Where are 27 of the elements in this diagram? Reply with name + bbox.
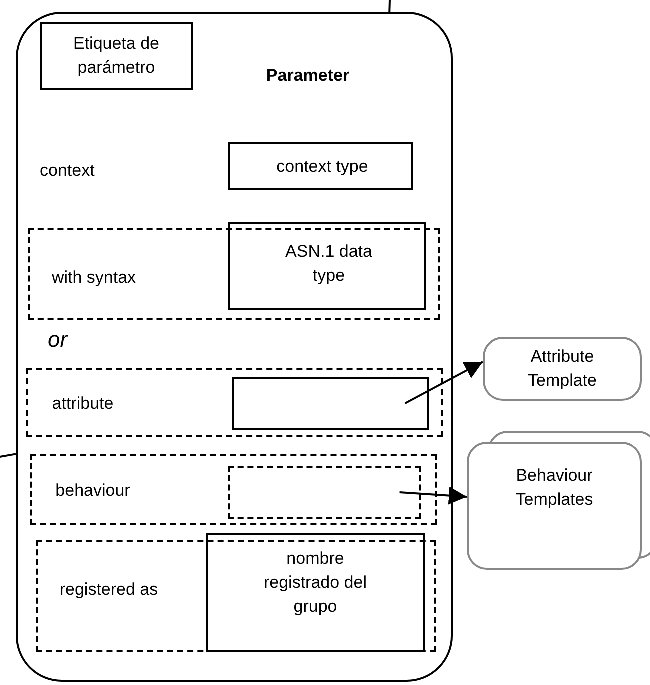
rounded-box (483, 337, 642, 401)
process-box (206, 533, 425, 652)
process-box (40, 22, 193, 90)
dashed-group-box (30, 454, 437, 525)
process-box (228, 142, 413, 190)
node-label: nombre registrado del grupo (262, 548, 368, 618)
empty-box (232, 377, 429, 430)
dashed-group-box (26, 368, 443, 437)
node-label: Attribute Template (527, 346, 598, 392)
arrow (404, 361, 484, 404)
node-label: with syntax (50, 267, 138, 289)
rounded-container (16, 12, 453, 682)
connector-line (0, 453, 16, 458)
node-label: context type (276, 156, 370, 178)
text-label: context (40, 160, 95, 182)
text-label: or (48, 328, 68, 352)
node-label: ASN.1 data type (284, 241, 374, 287)
dashed-empty-box (228, 466, 421, 519)
node-label: Etiqueta de parámetro (72, 33, 160, 79)
connector-line (388, 0, 391, 12)
node-label: Behaviour Templates (514, 465, 594, 511)
node-label: behaviour (54, 480, 132, 502)
node-label: Parameter (265, 65, 351, 87)
node-label: registered as (58, 579, 160, 601)
rounded-box (467, 442, 642, 570)
node-label: attribute (51, 393, 115, 415)
process-box (228, 222, 426, 310)
